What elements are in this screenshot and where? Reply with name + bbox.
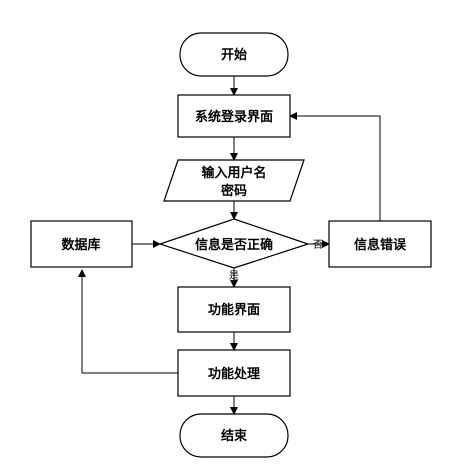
start-terminal (179, 32, 289, 77)
database-process (30, 220, 133, 268)
input-label-line1: 输入用户名 (201, 165, 266, 181)
func-process-process (177, 349, 291, 397)
decision-label: 信息是否正确 (195, 237, 273, 253)
error-process (328, 220, 432, 268)
end-label: 结束 (221, 428, 248, 444)
start-label: 开始 (221, 47, 247, 63)
func-process-label: 功能处理 (208, 366, 260, 382)
login-label: 系统登录界面 (195, 109, 273, 125)
decision-diamond (158, 218, 310, 269)
database-label: 数据库 (61, 237, 100, 253)
end-terminal (179, 413, 289, 458)
login-process (177, 94, 291, 138)
edge-error-to-login (289, 112, 381, 221)
input-label-line2: 密码 (220, 183, 247, 199)
edge-label-yes: 是 (229, 270, 239, 282)
edge-label-no: 否 (313, 239, 323, 251)
func-screen-label: 功能界面 (208, 302, 260, 318)
input-io (163, 159, 305, 202)
edge-func-process-to-database (78, 269, 178, 374)
error-label: 信息错误 (354, 237, 407, 253)
func-screen-process (177, 286, 291, 333)
